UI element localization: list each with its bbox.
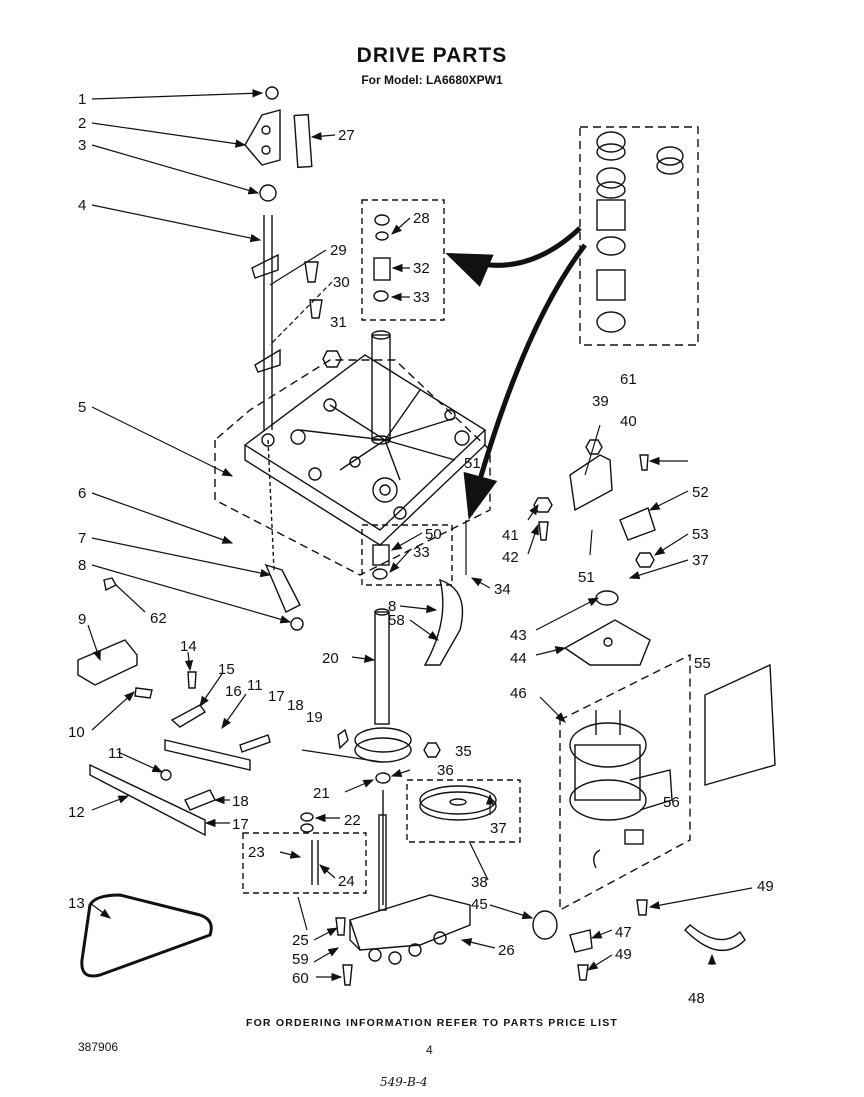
callout-label: 52 xyxy=(692,484,709,501)
part-48-spring-clip xyxy=(684,924,746,952)
callout-label: 31 xyxy=(330,314,347,331)
callout-label: 19 xyxy=(306,709,323,726)
callout-label: 46 xyxy=(510,685,527,702)
callout-label: 25 xyxy=(292,932,309,949)
callout-label: 12 xyxy=(68,804,85,821)
callout-label: 4 xyxy=(78,197,86,214)
handwritten-note: 549-B-4 xyxy=(380,1075,428,1089)
callout-label: 9 xyxy=(78,611,86,628)
callout-label: 8 xyxy=(388,598,396,615)
callout-label: 33 xyxy=(413,544,430,561)
callout-label: 50 xyxy=(425,526,442,543)
callout-label: 28 xyxy=(413,210,430,227)
callout-label: 59 xyxy=(292,951,309,968)
callout-label: 49 xyxy=(757,878,774,895)
callout-label: 17 xyxy=(232,816,249,833)
callout-label: 30 xyxy=(333,274,350,291)
callout-label: 36 xyxy=(437,762,454,779)
callout-label: 29 xyxy=(330,242,347,259)
capacitor-and-clamp xyxy=(532,899,648,981)
callout-label: 11 xyxy=(247,677,263,694)
drive-belt xyxy=(80,893,213,978)
drive-shaft-and-pulley xyxy=(337,608,441,905)
callout-label: 56 xyxy=(663,794,680,811)
model-line: For Model: LA6680XPW1 xyxy=(361,73,503,87)
callout-label: 44 xyxy=(510,650,527,667)
callout-label: 13 xyxy=(68,895,85,912)
mounting-plate xyxy=(214,330,491,576)
callout-label: 49 xyxy=(615,946,632,963)
callout-label: 60 xyxy=(292,970,309,987)
callout-label: 40 xyxy=(620,413,637,430)
callout-label: 39 xyxy=(592,393,609,410)
callout-label: 27 xyxy=(338,127,355,144)
callout-label: 47 xyxy=(615,924,632,941)
page-title: DRIVE PARTS xyxy=(356,44,508,67)
callout-label: 58 xyxy=(388,612,405,629)
callout-label: 35 xyxy=(455,743,472,760)
callout-label: 24 xyxy=(338,873,355,890)
callout-label: 48 xyxy=(688,990,705,1007)
callout-label: 43 xyxy=(510,627,527,644)
callout-label: 26 xyxy=(498,942,515,959)
callout-label: 16 xyxy=(225,683,242,700)
callout-label: 51 xyxy=(578,569,595,586)
callout-label: 37 xyxy=(490,820,507,837)
callout-label: 10 xyxy=(68,724,85,741)
transmission-seals-box-61 xyxy=(579,126,699,346)
callout-label: 8 xyxy=(78,557,86,574)
gearcase xyxy=(349,894,471,965)
document-number: 387906 xyxy=(78,1040,119,1054)
part-27-strip xyxy=(293,113,313,169)
callout-label: 37 xyxy=(692,552,709,569)
bolts-29-30-31 xyxy=(304,261,342,368)
callout-label: 18 xyxy=(287,697,304,714)
callout-label: 5 xyxy=(78,399,86,416)
clutch-pulley-box xyxy=(406,779,521,843)
callout-label: 17 xyxy=(268,688,285,705)
callout-label: 62 xyxy=(150,610,167,627)
callout-label: 33 xyxy=(413,289,430,306)
callout-label: 45 xyxy=(471,896,488,913)
reference-arrows xyxy=(445,226,587,520)
callout-label: 20 xyxy=(322,650,339,667)
agitator-pin-box xyxy=(242,812,387,911)
callout-label: 11 xyxy=(108,745,124,762)
bushing-group-28-32-33 xyxy=(361,199,445,321)
callout-label: 21 xyxy=(313,785,330,802)
lower-bushing-group xyxy=(361,524,453,586)
leader-lines xyxy=(87,89,753,982)
callout-label: 2 xyxy=(78,115,86,132)
callout-label: 18 xyxy=(232,793,249,810)
part-55-panel xyxy=(704,663,776,786)
callout-label: 1 xyxy=(78,91,86,108)
ordering-note: FOR ORDERING INFORMATION REFER TO PARTS … xyxy=(245,1017,619,1029)
callout-label: 38 xyxy=(471,874,488,891)
motor-bracket-assembly xyxy=(533,439,656,666)
callout-label: 51 xyxy=(464,455,481,472)
callout-label: 22 xyxy=(344,812,361,829)
callout-label: 15 xyxy=(218,661,235,678)
callout-label: 14 xyxy=(180,638,197,655)
page-number: 4 xyxy=(426,1043,433,1057)
part-58-clip xyxy=(423,578,464,666)
callout-label: 34 xyxy=(494,581,511,598)
callout-label: 53 xyxy=(692,526,709,543)
callout-labels: 1 2 3 27 4 28 29 32 30 33 31 61 5 39 40 … xyxy=(68,91,774,1007)
callout-label: 32 xyxy=(413,260,430,277)
callout-label: 42 xyxy=(502,549,519,566)
callout-label: 3 xyxy=(78,137,86,154)
callout-label: 41 xyxy=(502,527,519,544)
callout-label: 6 xyxy=(78,485,86,502)
lid-switch-linkage xyxy=(244,86,304,631)
callout-label: 7 xyxy=(78,530,86,547)
drive-motor xyxy=(559,653,691,912)
callout-label: 23 xyxy=(248,844,265,861)
callout-label: 61 xyxy=(620,371,637,388)
callout-label: 55 xyxy=(694,655,711,672)
